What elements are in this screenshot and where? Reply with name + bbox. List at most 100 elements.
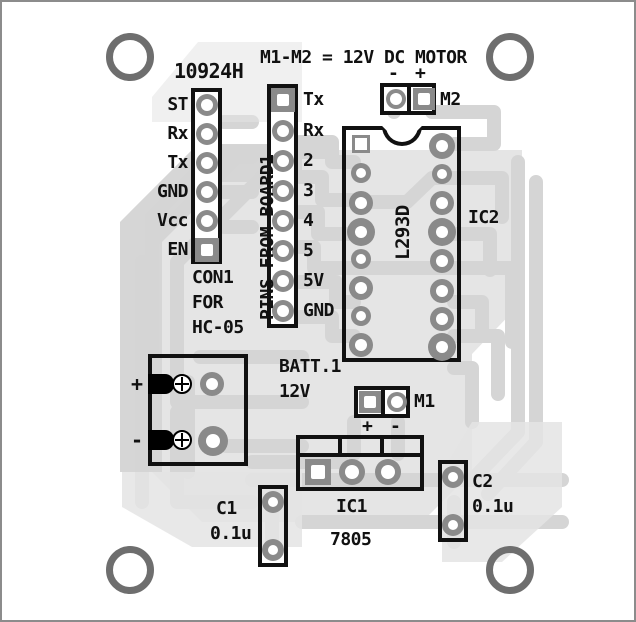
ic1-pad-3[interactable] — [375, 459, 401, 485]
con1-pad-st[interactable] — [196, 94, 218, 116]
batt1-pad-positive[interactable] — [200, 372, 224, 396]
c1-pad-1[interactable] — [262, 491, 284, 513]
board1-label-5: 5 — [303, 240, 314, 261]
m2-divider — [407, 83, 411, 115]
m2-label-positive: + — [415, 63, 426, 84]
ic2-pad-left-7[interactable] — [351, 306, 371, 326]
batt1-wire-slot-positive — [148, 374, 174, 394]
board1-pad-tx[interactable] — [271, 88, 295, 112]
board1-label-3: 3 — [303, 180, 314, 201]
ic2-pin1-marker-icon — [352, 135, 370, 153]
board1-label-tx: Tx — [303, 89, 324, 110]
ic2-pad-right-9[interactable] — [428, 333, 456, 361]
ic1-pad-1[interactable] — [305, 459, 331, 485]
m1-label-negative: - — [390, 416, 401, 437]
c1-ref-line1: C1 — [216, 498, 237, 519]
con1-label-rx: Rx — [167, 123, 188, 144]
con1-header-outline — [191, 88, 222, 264]
m1-pad-positive[interactable] — [359, 391, 381, 413]
m2-label-negative: - — [388, 63, 399, 84]
board1-pad-4[interactable] — [272, 210, 294, 232]
board1-label-5v: 5V — [303, 270, 324, 291]
ic2-pad-right-15[interactable] — [432, 164, 452, 184]
con1-label-tx: Tx — [167, 152, 188, 173]
m1-label-positive: + — [362, 416, 373, 437]
c2-ref-line1: C2 — [472, 471, 493, 492]
ic2-part-label: L293D — [392, 205, 414, 260]
c2-pad-2[interactable] — [442, 514, 464, 536]
con1-caption-line2: FOR — [192, 292, 224, 313]
ic1-body-outline — [296, 435, 424, 491]
mounting-hole-bottom-left — [106, 546, 154, 594]
batt1-block-outline — [148, 354, 248, 466]
batt1-ref-line1: BATT.1 — [279, 356, 342, 377]
ic1-top-divider — [296, 453, 424, 457]
con1-label-en: EN — [167, 239, 188, 260]
m2-pad-positive[interactable] — [413, 88, 435, 110]
board1-caption: PINS FROM BOARD1 — [257, 154, 278, 320]
ic2-pad-right-12[interactable] — [430, 249, 454, 273]
ic2-pad-left-4[interactable] — [347, 218, 375, 246]
batt1-wire-slot-negative — [148, 430, 174, 450]
board1-pad-5[interactable] — [272, 240, 294, 262]
c1-pad-2[interactable] — [262, 539, 284, 561]
ic2-pad-right-11[interactable] — [430, 279, 454, 303]
m2-pad-negative[interactable] — [386, 89, 406, 109]
mounting-hole-top-right — [486, 33, 534, 81]
mounting-hole-top-left — [106, 33, 154, 81]
m1-pad-negative[interactable] — [387, 392, 407, 412]
motor-note-label: M1-M2 = 12V DC MOTOR — [260, 47, 467, 68]
ic2-pad-right-14[interactable] — [430, 191, 454, 215]
con1-pad-tx[interactable] — [196, 152, 218, 174]
board1-pad-5v[interactable] — [272, 270, 294, 292]
ic2-pad-left-5[interactable] — [351, 249, 371, 269]
board-code-label: 10924H — [174, 59, 244, 83]
ic1-divider-2 — [380, 435, 384, 453]
ic1-ref-line1: IC1 — [336, 496, 368, 517]
ic2-ref-label: IC2 — [468, 207, 500, 228]
con1-caption-line1: CON1 — [192, 267, 234, 288]
ic2-pad-left-2[interactable] — [351, 163, 371, 183]
board1-pad-3[interactable] — [272, 180, 294, 202]
ic1-divider-1 — [338, 435, 342, 453]
c1-ref-line2: 0.1u — [210, 523, 252, 544]
batt1-label-negative: - — [131, 428, 143, 452]
con1-pad-en[interactable] — [195, 238, 219, 262]
con1-caption-line3: HC-05 — [192, 317, 244, 338]
c2-ref-line2: 0.1u — [472, 496, 514, 517]
ic2-pad-left-3[interactable] — [349, 191, 373, 215]
board1-pad-rx[interactable] — [272, 120, 294, 142]
board1-label-rx: Rx — [303, 120, 324, 141]
c2-pad-1[interactable] — [442, 466, 464, 488]
ic2-pad-right-16[interactable] — [429, 133, 455, 159]
con1-pad-vcc[interactable] — [196, 210, 218, 232]
board1-pad-gnd[interactable] — [272, 300, 294, 322]
ic2-pad-left-8[interactable] — [349, 333, 373, 357]
c2-body-outline — [438, 460, 468, 542]
board1-pad-2[interactable] — [272, 150, 294, 172]
ic2-pad-right-13[interactable] — [428, 218, 456, 246]
batt1-pad-negative[interactable] — [198, 426, 228, 456]
ic1-pad-2[interactable] — [339, 459, 365, 485]
m2-ref-label: M2 — [440, 89, 461, 110]
batt1-screw-positive[interactable] — [172, 374, 192, 394]
c1-body-outline — [258, 485, 288, 567]
con1-label-gnd: GND — [156, 181, 189, 202]
board1-label-gnd: GND — [303, 300, 335, 321]
board1-label-2: 2 — [303, 150, 314, 171]
con1-pad-rx[interactable] — [196, 123, 218, 145]
ic2-pad-left-6[interactable] — [349, 276, 373, 300]
batt1-screw-negative[interactable] — [172, 430, 192, 450]
mounting-hole-bottom-right — [486, 546, 534, 594]
batt1-ref-line2: 12V — [279, 381, 311, 402]
ic1-ref-line2: 7805 — [330, 529, 372, 550]
batt1-label-positive: + — [131, 372, 143, 396]
board1-label-4: 4 — [303, 210, 314, 231]
con1-label-st: ST — [167, 94, 188, 115]
ic2-pad-right-10[interactable] — [430, 307, 454, 331]
con1-pad-gnd[interactable] — [196, 181, 218, 203]
m1-ref-label: M1 — [414, 391, 435, 412]
m1-divider — [381, 386, 385, 418]
